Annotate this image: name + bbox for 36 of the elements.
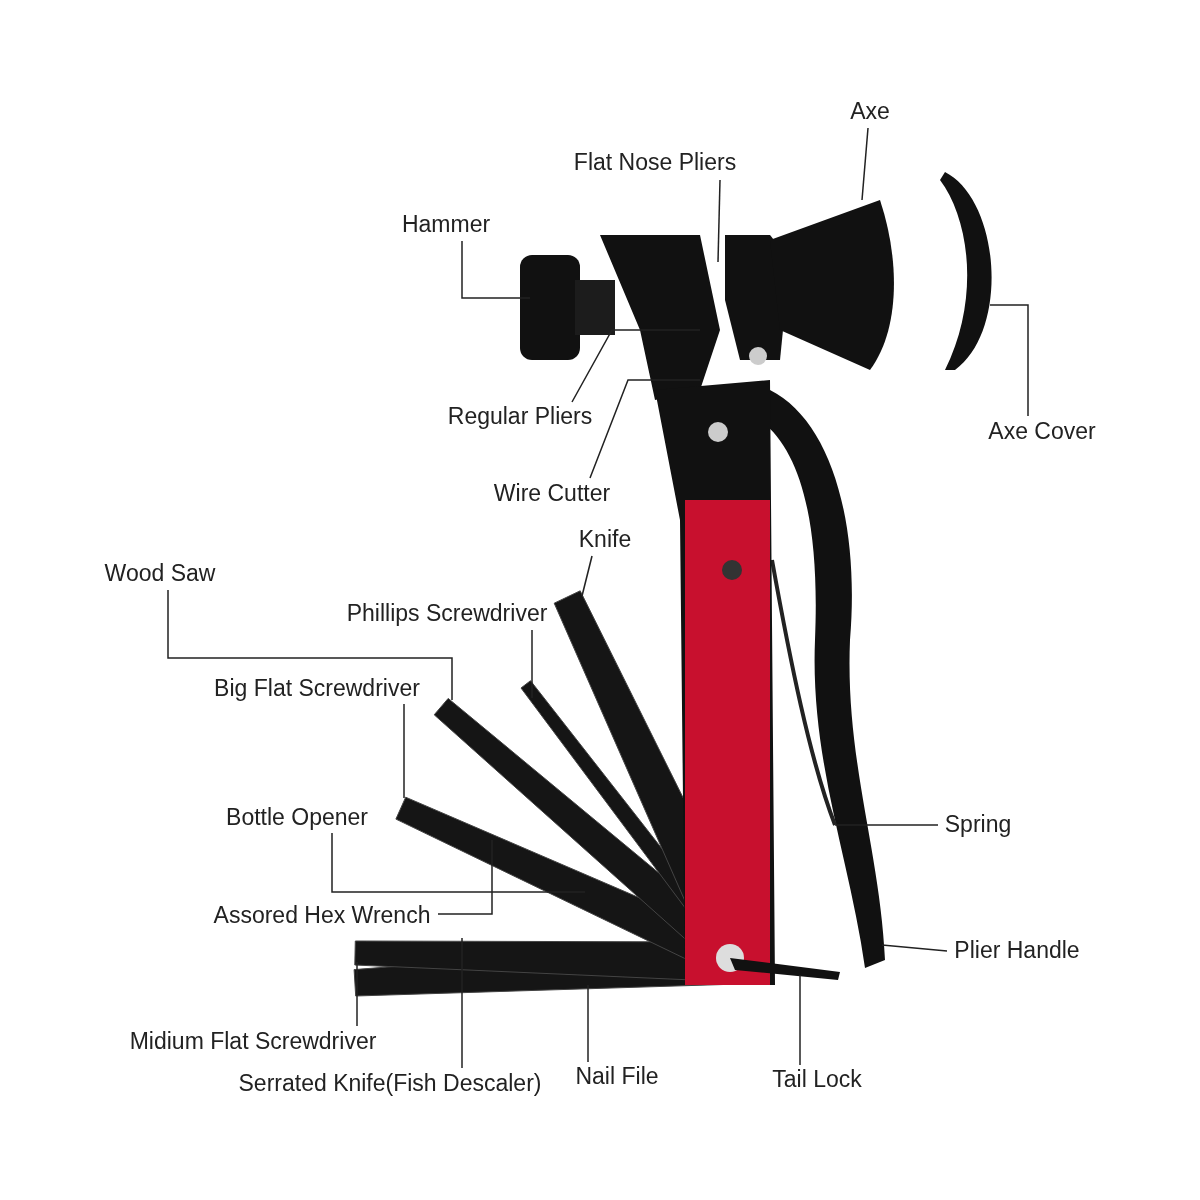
leader-line — [581, 555, 593, 597]
callout-label: Plier Handle — [954, 938, 1080, 964]
callout-label: Spring — [944, 812, 1012, 838]
callout-label: Wood Saw — [104, 561, 216, 587]
callout-label: Bottle Opener — [226, 805, 368, 831]
callout-label: Nail File — [575, 1064, 659, 1090]
callout-label: Axe — [850, 99, 890, 125]
leader-line — [861, 127, 869, 201]
leader-line — [571, 329, 701, 403]
callout-label: Hammer — [401, 212, 491, 238]
leader-line — [531, 629, 533, 699]
callout-label: Flat Nose Pliers — [573, 150, 737, 176]
leader-line — [881, 944, 948, 952]
leader-line — [331, 832, 586, 893]
callout-label: Midium Flat Screwdriver — [129, 1029, 377, 1055]
leader-line — [461, 937, 463, 1069]
callout-label: Regular Pliers — [447, 404, 593, 430]
leader-line — [587, 984, 589, 1063]
callout-label: Big Flat Screwdriver — [214, 676, 420, 702]
leader-line — [437, 839, 493, 915]
leader-line — [403, 703, 405, 799]
leader-line — [589, 379, 701, 479]
callout-label: Tail Lock — [772, 1067, 862, 1093]
callout-label: Knife — [578, 527, 632, 553]
callout-label: Wire Cutter — [493, 481, 611, 507]
callout-label: Assored Hex Wrench — [213, 903, 431, 929]
leader-line — [799, 974, 801, 1066]
leader-line — [461, 240, 531, 299]
leader-line — [356, 961, 358, 1027]
callout-label: Serrated Knife(Fish Descaler) — [238, 1071, 542, 1097]
leader-line — [167, 589, 453, 701]
leader-line — [834, 824, 939, 826]
callout-label: Phillips Screwdriver — [346, 601, 548, 627]
leader-line — [989, 304, 1029, 417]
leader-line — [717, 179, 721, 263]
callout-label: Axe Cover — [988, 419, 1096, 445]
